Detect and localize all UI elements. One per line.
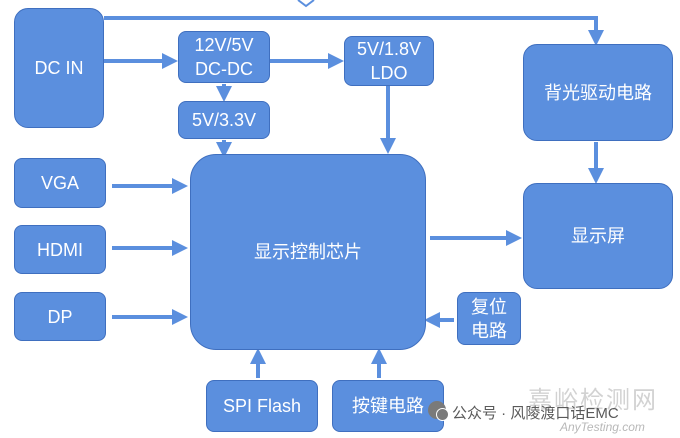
hdmi-label: HDMI <box>37 239 83 260</box>
reset-circuit-label: 复位 电路 <box>471 296 507 341</box>
wechat-icon <box>428 401 449 421</box>
ldo-block: 5V/1.8V LDO <box>344 36 434 86</box>
reset-circuit-block: 复位 电路 <box>457 292 521 345</box>
display-screen-block: 显示屏 <box>523 183 673 289</box>
display-controller-block: 显示控制芯片 <box>190 154 426 350</box>
vga-label: VGA <box>40 173 79 193</box>
spi-flash-block: SPI Flash <box>206 380 318 432</box>
dcdc-label: 12V/5V DC-DC <box>194 35 254 79</box>
watermark-url: AnyTesting.com <box>560 420 645 434</box>
arrow-dcin-to-backlight <box>104 16 604 46</box>
key-circuit-block: 按键电路 <box>332 380 444 432</box>
key-circuit-label: 按键电路 <box>352 396 424 416</box>
ldo-label: 5V/1.8V LDO <box>356 39 422 83</box>
display-screen-label: 显示屏 <box>571 226 625 246</box>
backlight-driver-label: 背光驱动电路 <box>544 82 652 103</box>
watermark-site: 嘉峪检测网 <box>528 387 658 414</box>
reg33-block: 5V/3.3V <box>178 101 270 139</box>
backlight-driver-block: 背光驱动电路 <box>523 44 673 141</box>
dc-in-label: DC IN <box>34 58 84 78</box>
reg33-label: 5V/3.3V <box>191 110 257 130</box>
dc-in-block: DC IN <box>14 8 104 128</box>
display-controller-label: 显示控制芯片 <box>254 242 362 262</box>
top-edge-marker <box>297 0 315 8</box>
vga-block: VGA <box>14 158 106 208</box>
dp-block: DP <box>14 292 106 341</box>
hdmi-block: HDMI <box>14 225 106 274</box>
dcdc-block: 12V/5V DC-DC <box>178 31 270 83</box>
spi-flash-label: SPI Flash <box>222 396 302 416</box>
dp-label: DP <box>47 306 73 327</box>
watermark-source: 公众号 · 风陵渡口话EMC <box>452 405 619 422</box>
